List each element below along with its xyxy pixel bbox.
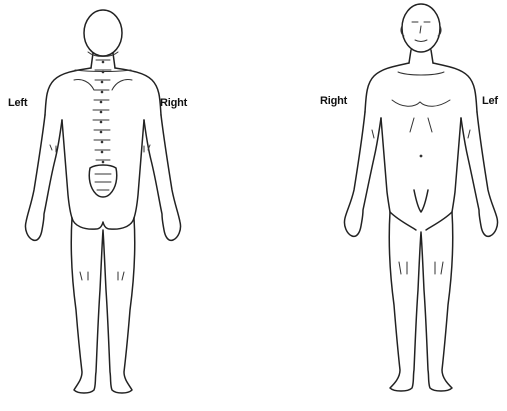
back-buttocks [72,218,134,229]
sacrum [89,165,117,197]
front-legs [389,212,453,391]
face [401,22,441,42]
front-elbow-marks [372,130,470,138]
front-chest [392,100,450,106]
back-arm-right [144,115,181,240]
front-groin [390,190,452,230]
front-torso-sides [381,118,461,212]
back-arm-left [25,115,62,240]
back-view-right-label: Right [160,97,187,109]
back-torso-sides [62,120,144,218]
front-view-figure [344,4,497,391]
front-abs [410,118,432,132]
front-arm-left [461,112,498,236]
back-legs [71,218,135,393]
back-view-left-label: Left [8,97,27,109]
front-knee-marks [399,262,443,274]
back-knee-marks [80,272,124,280]
front-shoulders [365,63,477,112]
back-head [84,10,122,56]
front-arm-right [344,112,381,236]
back-view-figure [25,10,180,393]
front-navel [420,155,423,158]
front-view-left-label: Lef [482,95,498,107]
front-view-right-label: Right [320,95,347,107]
